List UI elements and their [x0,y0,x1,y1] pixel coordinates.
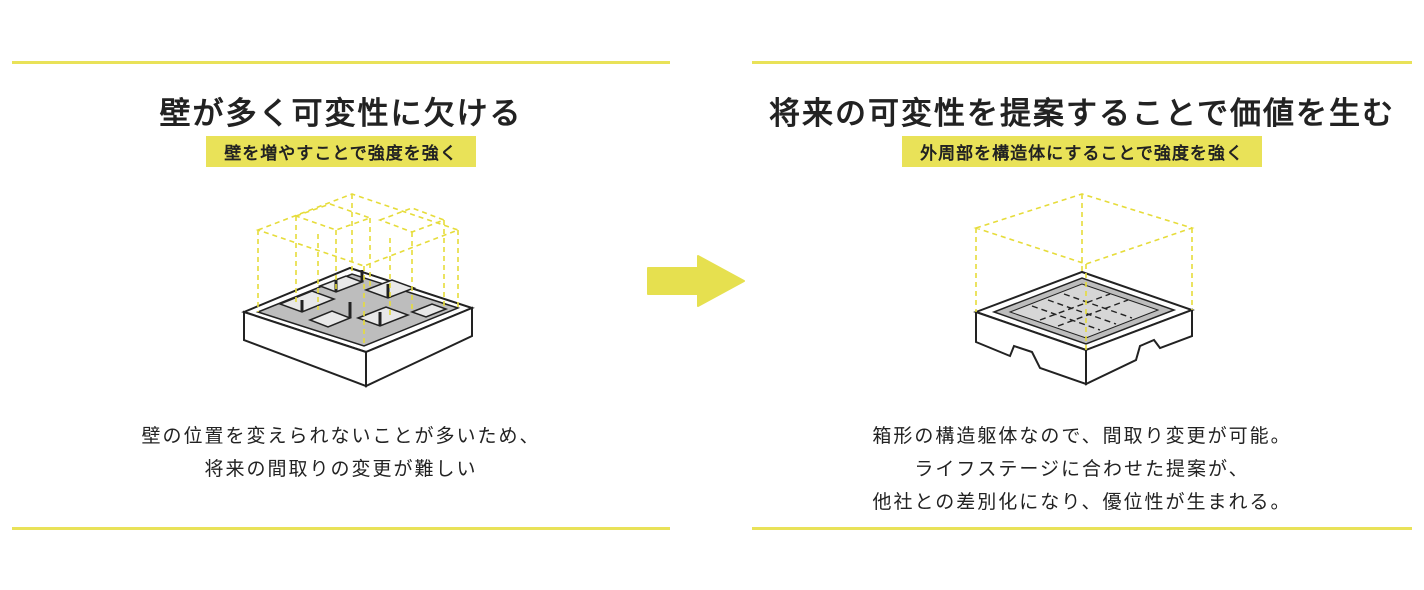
description-line: 壁の位置を変えられないことが多いため、 [141,425,541,447]
top-rule [752,61,1412,64]
right-badge: 外周部を構造体にすることで強度を強く [902,136,1262,167]
right-arrow-icon [647,255,745,307]
right-description: 箱形の構造躯体なので、間取り変更が可能。 ライフステージに合わせた提案が、 他社… [752,420,1412,519]
right-panel: 将来の可変性を提案することで価値を生む 外周部を構造体にすることで強度を強く 箱 [752,0,1412,590]
right-title: 将来の可変性を提案することで価値を生む [768,96,1396,132]
box-structure-illustration [973,193,1195,386]
description-line: 他社との差別化になり、優位性が生まれる。 [872,491,1292,513]
top-rule [12,61,670,64]
description-line: 将来の間取りの変更が難しい [204,458,478,480]
wall-heavy-floorplan-illustration [241,193,475,388]
left-description: 壁の位置を変えられないことが多いため、 将来の間取りの変更が難しい [12,420,670,486]
description-line: ライフステージに合わせた提案が、 [914,458,1250,480]
left-title: 壁が多く可変性に欠ける [159,96,523,132]
bottom-rule [12,527,670,530]
bottom-rule [752,527,1412,530]
left-panel: 壁が多く可変性に欠ける 壁を増やすことで強度を強く [12,0,670,590]
left-badge: 壁を増やすことで強度を強く [206,136,476,167]
description-line: 箱形の構造躯体なので、間取り変更が可能。 [872,425,1292,447]
